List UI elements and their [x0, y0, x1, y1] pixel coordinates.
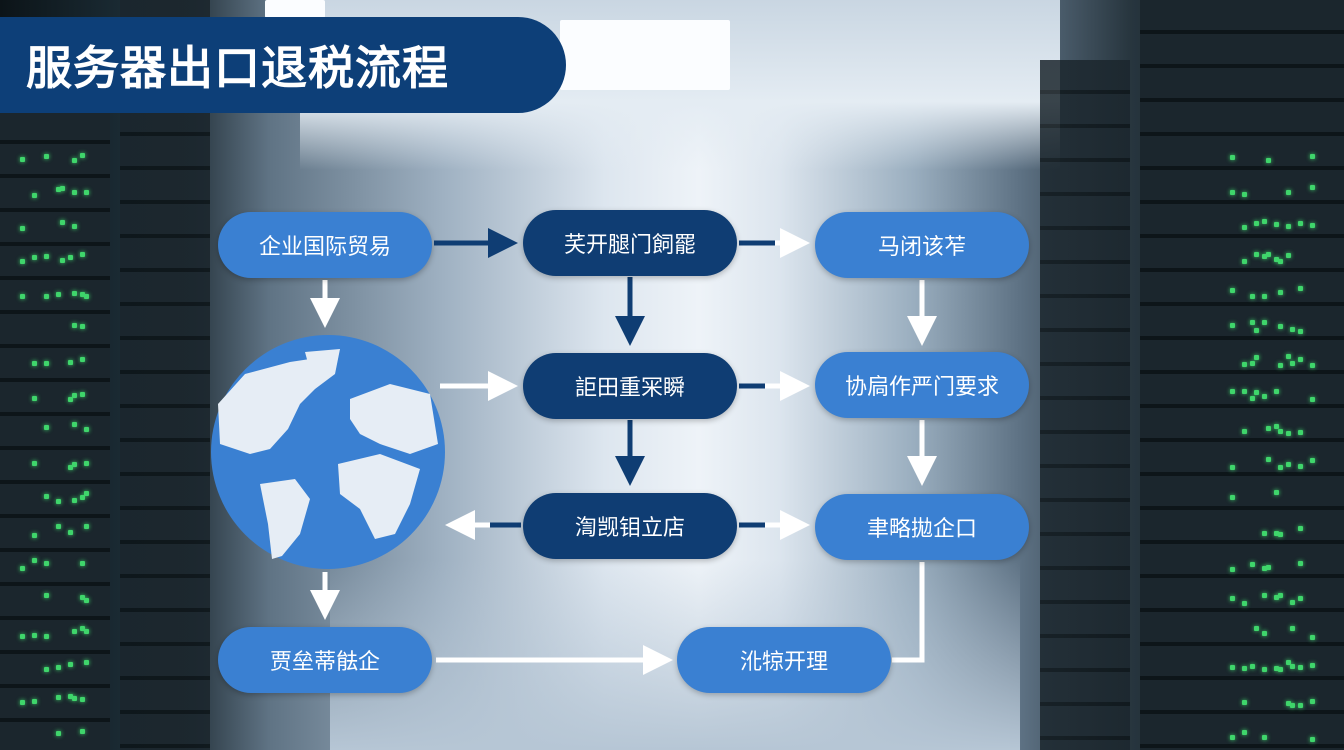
- flow-node-8: 贾垒蒂䏻企: [218, 627, 432, 693]
- node-label: 协扃作严门要求: [845, 369, 999, 401]
- flow-node-1: 企业国际贸易: [218, 212, 432, 278]
- flow-node-2: 芺开腿门飼罷: [523, 210, 737, 276]
- node-label: 沎㹁开理: [740, 644, 828, 676]
- flow-node-6: 渹觊钼立店: [523, 493, 737, 559]
- node-label: 马闭该苲: [878, 229, 966, 261]
- flow-node-7: 聿略拋企口: [815, 494, 1029, 560]
- node-label: 聿略拋企口: [867, 511, 977, 543]
- node-label: 企业国际贸易: [259, 229, 391, 261]
- node-label: 贾垒蒂䏻企: [270, 644, 380, 676]
- flow-node-9: 沎㹁开理: [677, 627, 891, 693]
- node-label: 渹觊钼立店: [575, 510, 685, 542]
- flow-node-5: 协扃作严门要求: [815, 352, 1029, 418]
- node-label: 芺开腿门飼罷: [564, 227, 696, 259]
- flow-node-4: 詎田重冞瞬: [523, 353, 737, 419]
- globe-icon: [210, 334, 446, 570]
- connector-7-9: [892, 562, 922, 660]
- flow-node-3: 马闭该苲: [815, 212, 1029, 278]
- node-label: 詎田重冞瞬: [575, 370, 685, 402]
